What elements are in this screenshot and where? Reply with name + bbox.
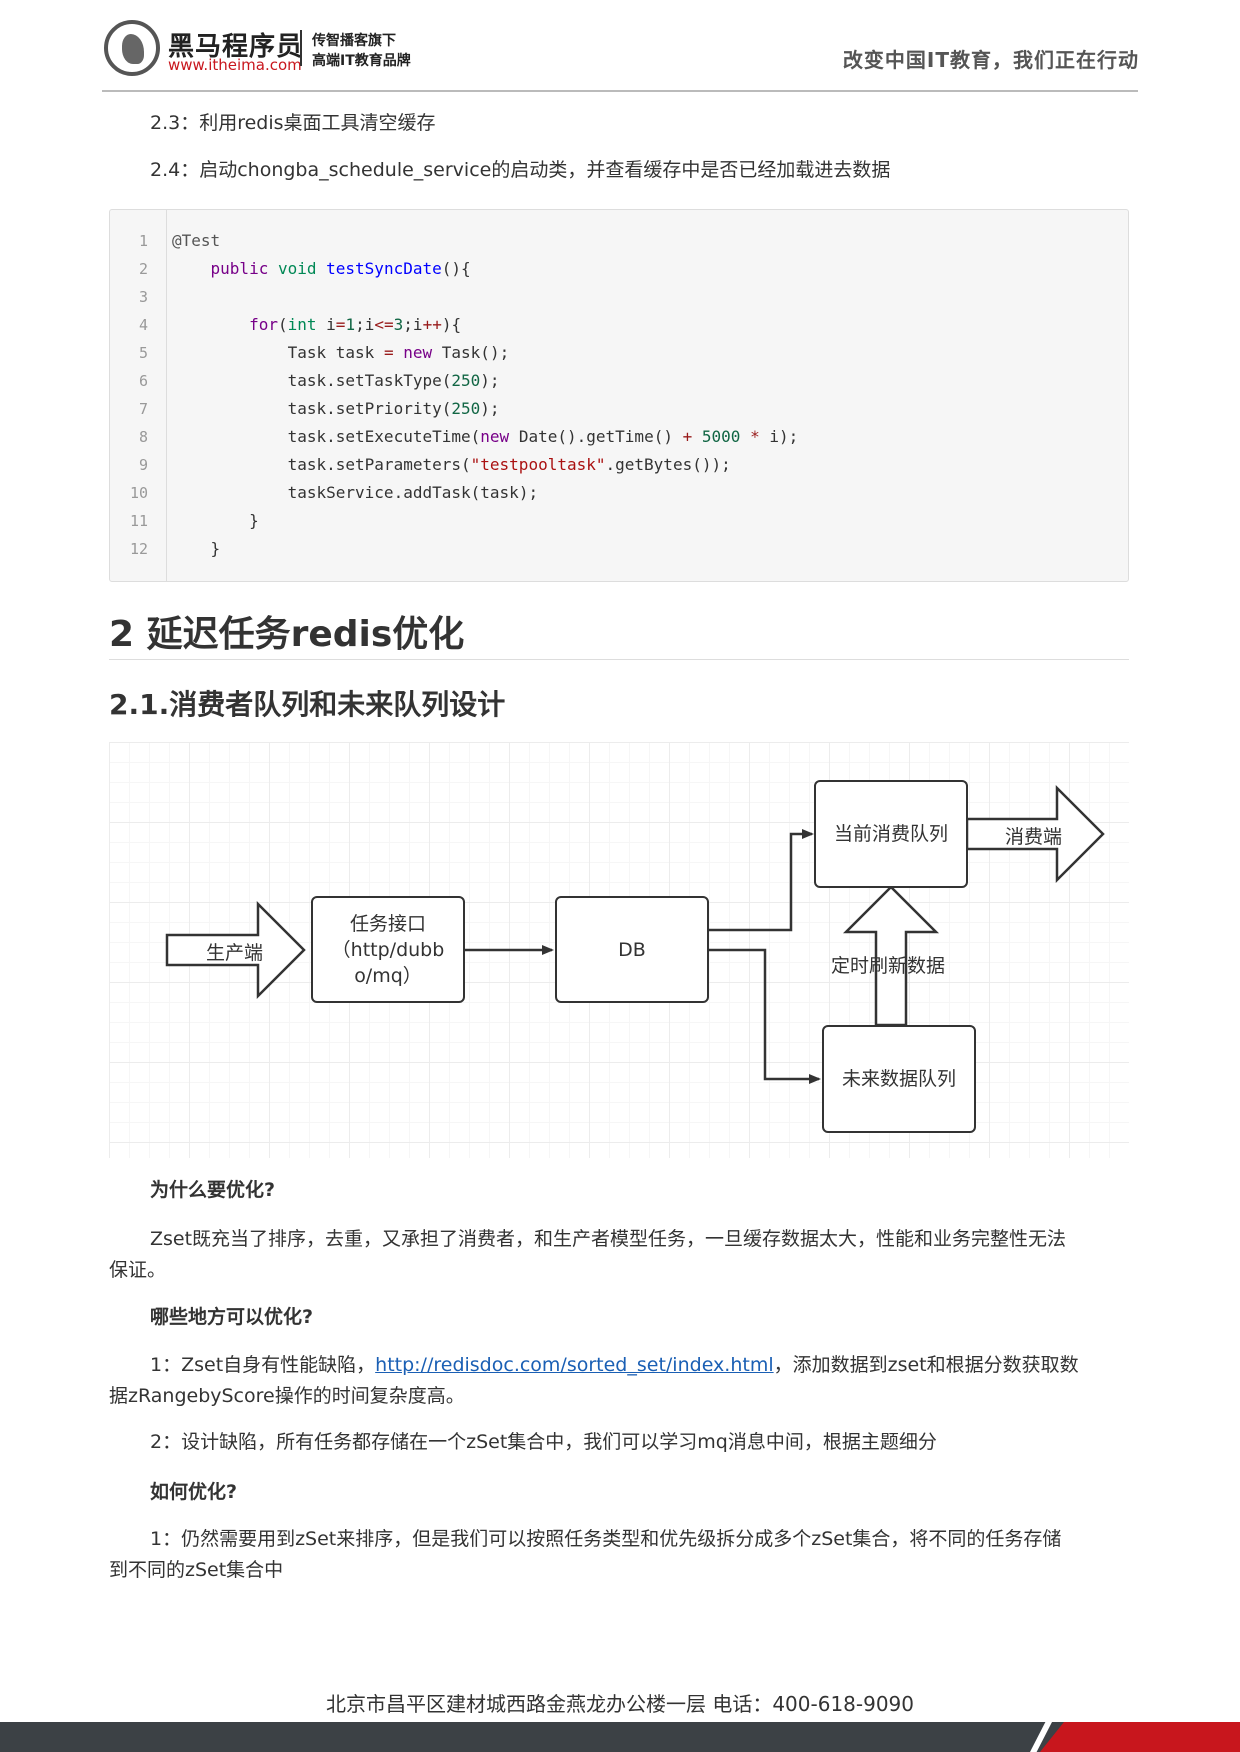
- code-line: task.setPriority(250);: [287, 399, 500, 418]
- subsection-heading: 2.1.消费者队列和未来队列设计: [109, 688, 506, 721]
- consumer-arrow: [965, 784, 1105, 884]
- consumer-label: 消费端: [1005, 826, 1063, 848]
- db-to-future-connector: [709, 948, 821, 1084]
- code-line-number: 4: [138, 316, 148, 334]
- code-line: @Test: [172, 231, 221, 250]
- paragraph-where-line-2: 据zRangebyScore操作的时间复杂度高。: [109, 1385, 465, 1407]
- code-line: }: [210, 539, 221, 558]
- diagram-connectors: [165, 784, 1105, 1084]
- refresh-arrow: [842, 885, 940, 1027]
- paragraph-where-line-1: 1：Zset自身有性能缺陷，http://redisdoc.com/sorted…: [150, 1350, 1079, 1381]
- future-queue-label: 未来数据队列: [841, 1068, 956, 1090]
- brand-url: www.itheima.com: [168, 56, 302, 74]
- current-queue-box: 当前消费队列: [814, 780, 968, 888]
- future-queue-box: 未来数据队列: [822, 1025, 976, 1133]
- step-2-3: 2.3：利用redis桌面工具清空缓存: [150, 112, 436, 134]
- refresh-label: 定时刷新数据: [831, 955, 946, 977]
- code-line-number: 6: [138, 372, 148, 390]
- code-line: }: [249, 511, 259, 530]
- paragraph-why-line-2: 保证。: [109, 1259, 167, 1281]
- db-to-current-connector: [709, 829, 814, 932]
- redisdoc-link[interactable]: http://redisdoc.com/sorted_set/index.htm…: [375, 1354, 774, 1376]
- logo: 黑马程序员 www.itheima.com 传智播客旗下 高端IT教育品牌: [104, 20, 436, 78]
- brand-tagline-2: 高端IT教育品牌: [312, 53, 411, 69]
- heading-divider: [109, 659, 1129, 660]
- code-line: task.setTaskType(250);: [287, 371, 500, 390]
- code-line: for(int i=1;i<=3;i++){: [249, 315, 462, 334]
- code-line: Task task = new Task();: [287, 343, 510, 362]
- code-line: task.setExecuteTime(new Date().getTime()…: [287, 427, 799, 446]
- question-where-optimize: 哪些地方可以优化?: [150, 1306, 314, 1328]
- producer-label: 生产端: [206, 942, 264, 964]
- code-line-number: 5: [138, 344, 148, 362]
- code-line-number: 2: [138, 260, 148, 278]
- section-heading: 2 延迟任务redis优化: [109, 614, 465, 655]
- paragraph-design-flaw: 2：设计缺陷，所有任务都存储在一个zSet集合中，我们可以学习mq消息中间，根据…: [150, 1431, 937, 1453]
- producer-arrow: [165, 900, 306, 1000]
- task-api-box: 任务接口 （http/dubb o/mq）: [311, 896, 465, 1003]
- horse-logo-icon: [104, 20, 160, 76]
- question-how-optimize: 如何优化?: [150, 1481, 238, 1503]
- code-line-number: 8: [138, 428, 148, 446]
- paragraph-why-line-1: Zset既充当了排序，去重，又承担了消费者，和生产者模型任务，一旦缓存数据太大，…: [150, 1228, 1067, 1250]
- code-line: taskService.addTask(task);: [287, 483, 539, 502]
- task-api-label-1: 任务接口: [349, 912, 426, 935]
- paragraph-where-suffix: ，添加数据到zset和根据分数获取数: [773, 1354, 1079, 1376]
- footer-accent: [1040, 1722, 1240, 1752]
- code-line-number: 1: [138, 232, 148, 250]
- step-2-4: 2.4：启动chongba_schedule_service的启动类，并查看缓存…: [150, 159, 891, 181]
- header-slogan: 改变中国IT教育，我们正在行动: [842, 48, 1139, 72]
- paragraph-where-prefix: 1：Zset自身有性能缺陷，: [150, 1354, 376, 1376]
- current-queue-label: 当前消费队列: [833, 823, 948, 845]
- code-line-number: 12: [129, 540, 148, 558]
- task-api-label-2: （http/dubb: [331, 938, 445, 961]
- paragraph-how-line-1: 1：仍然需要用到zSet来排序，但是我们可以按照任务类型和优先级拆分成多个zSe…: [150, 1528, 1062, 1550]
- footer-address: 北京市昌平区建材城西路金燕龙办公楼一层 电话：400-618-9090: [325, 1692, 915, 1716]
- logo-divider: [300, 30, 302, 66]
- brand-tagline-1: 传智播客旗下: [312, 33, 396, 49]
- header-divider: [102, 90, 1138, 92]
- queue-design-diagram: 生产端 任务接口 （http/dubb o/mq） DB 当前消费队列 消费端 …: [109, 742, 1129, 1158]
- brand-name: 黑马程序员: [168, 32, 304, 62]
- code-line-number: 3: [138, 288, 148, 306]
- code-line-number: 10: [129, 484, 148, 502]
- paragraph-how-line-2: 到不同的zSet集合中: [109, 1559, 284, 1581]
- task-api-label-3: o/mq）: [354, 964, 422, 987]
- code-line-number: 9: [138, 456, 148, 474]
- code-line-number: 11: [129, 512, 148, 530]
- code-line: task.setParameters("testpooltask".getByt…: [287, 455, 731, 474]
- db-label: DB: [618, 938, 646, 961]
- question-why-optimize: 为什么要优化?: [150, 1179, 276, 1201]
- code-line: public void testSyncDate(){: [210, 259, 471, 278]
- db-box: DB: [555, 896, 709, 1003]
- code-line-number: 7: [138, 400, 148, 418]
